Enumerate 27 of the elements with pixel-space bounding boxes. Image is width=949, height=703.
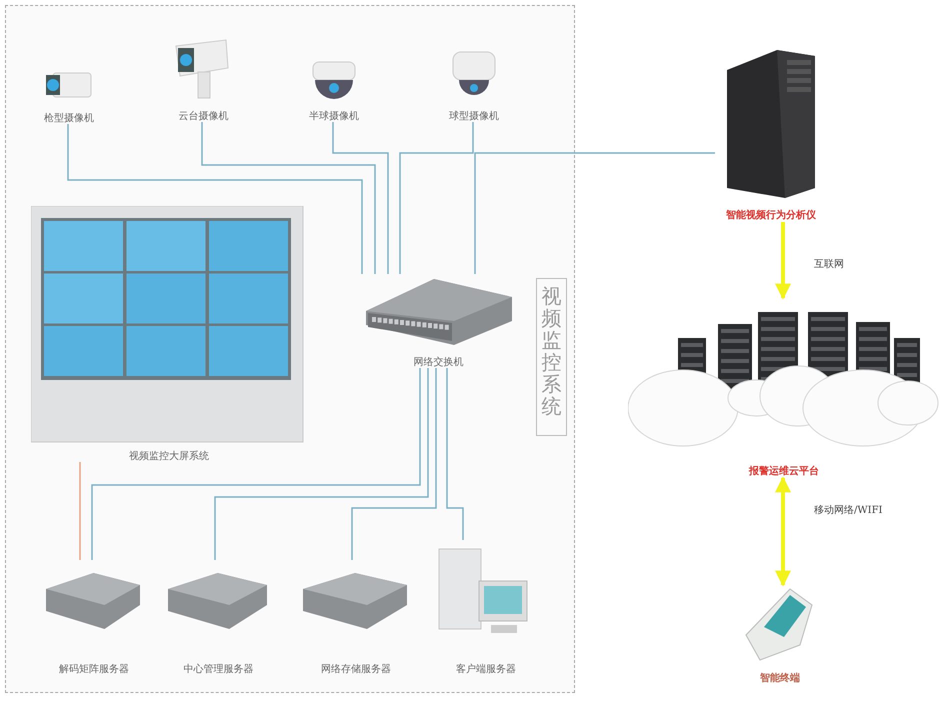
cable-line [332,122,389,274]
vertical-title: 视频监控系统 [542,285,562,417]
arrow [775,222,791,300]
device-label: 网络交换机 [412,356,464,369]
device-label: 报警运维云平台 [748,464,820,478]
system-boundary [5,5,575,693]
cable-line [214,368,429,560]
device-label: 中心管理服务器 [182,662,254,676]
device-label: 智能视频行为分析仪 [725,208,817,222]
device-label: 客户端服务器 [455,662,517,676]
cable-line [79,462,81,560]
device-label: 云台摄像机 [178,110,230,123]
device-label: 枪型摄像机 [43,112,95,125]
device-label: 网络存储服务器 [320,662,392,676]
cable-line [91,368,421,560]
cable-line [399,122,474,274]
device-label: 视频监控大屏系统 [128,450,210,463]
device-label: 半球摄像机 [308,110,360,123]
cable-line [351,368,437,560]
device-label: 球型摄像机 [448,110,500,123]
cable-line [67,124,363,274]
device-label: 智能终端 [759,672,801,685]
cable-line [201,122,376,274]
cable-line [446,368,464,540]
device-label: 解码矩阵服务器 [58,662,130,676]
arrow [775,476,791,587]
cable-line [474,152,715,274]
